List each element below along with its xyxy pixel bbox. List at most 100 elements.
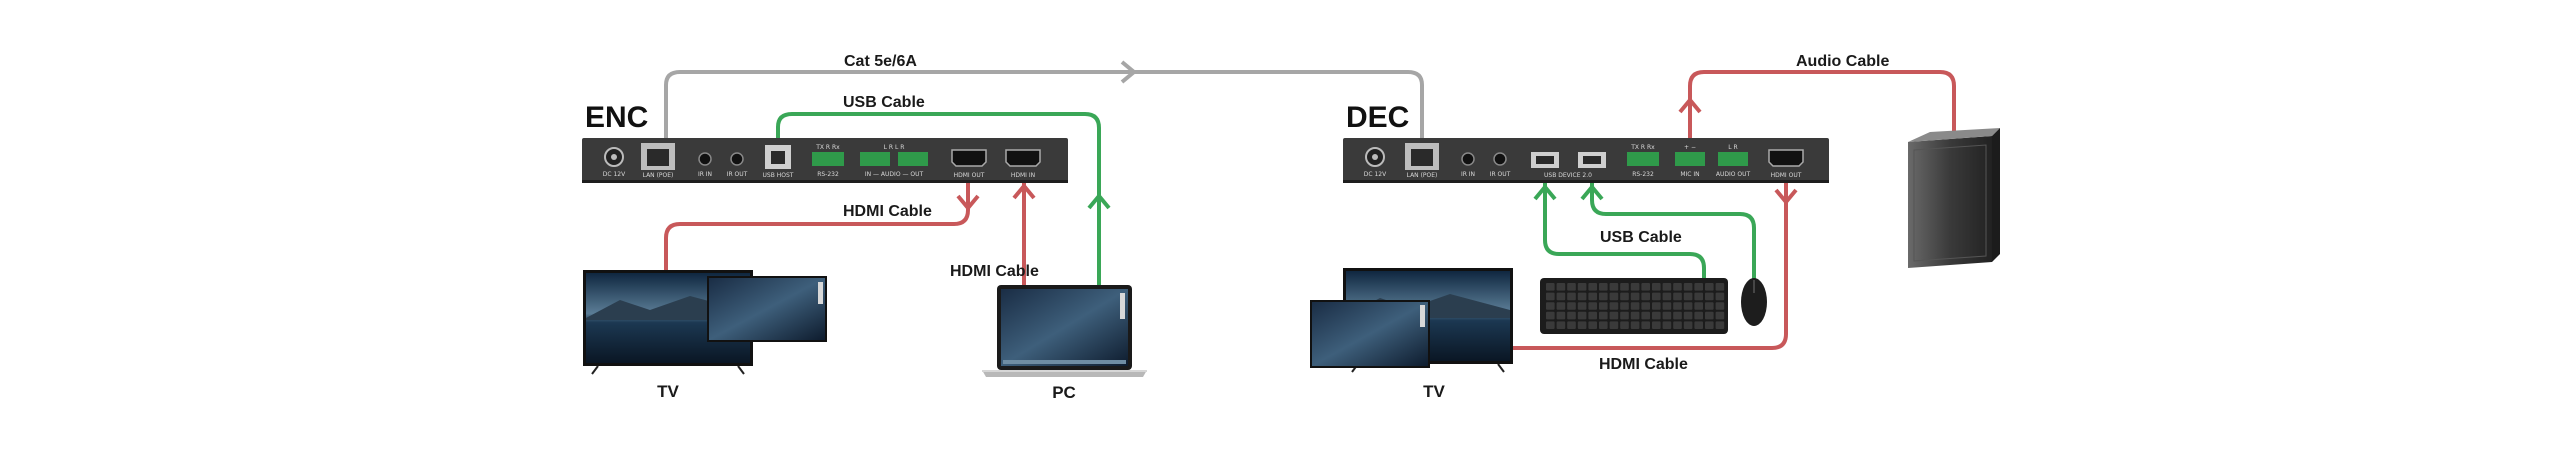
dec-ir-out-label: IR OUT: [1490, 171, 1511, 178]
enc-ir-out-label: IR OUT: [727, 171, 748, 178]
keyboard-key: [1673, 311, 1682, 320]
keyboard-key: [1620, 292, 1629, 301]
keyboard-key: [1662, 311, 1672, 320]
keyboard-key: [1652, 283, 1661, 291]
keyboard-key: [1683, 292, 1693, 301]
keyboard-key: [1641, 302, 1650, 310]
dec-mic-pins-label: + −: [1684, 144, 1696, 151]
enc-usb-host-label: USB HOST: [763, 172, 794, 179]
keyboard-key: [1683, 302, 1693, 310]
dec-hdmi-out-label: HDMI OUT: [1771, 172, 1802, 179]
keyboard-key: [1705, 311, 1714, 320]
keyboard-key: [1599, 311, 1608, 320]
keyboard-key: [1588, 302, 1597, 310]
keyboard-key: [1567, 321, 1576, 329]
hdmi-cable-dec-label: HDMI Cable: [1599, 356, 1688, 373]
keyboard: [1540, 278, 1728, 334]
keyboard-key: [1620, 302, 1629, 310]
keyboard-key: [1715, 321, 1725, 329]
keyboard-key: [1630, 302, 1640, 310]
keyboard-key: [1641, 321, 1650, 329]
tv-right-caption: TV: [1423, 382, 1445, 401]
keyboard-key: [1567, 283, 1576, 291]
dec-mic-port: [1675, 152, 1705, 166]
keyboard-key: [1673, 302, 1682, 310]
keyboard-key: [1588, 283, 1597, 291]
hdmi-cable-enc-pc-arrow: [1012, 182, 1036, 200]
hdmi-cable-enc-tv-arrow: [956, 194, 980, 212]
keyboard-key: [1546, 311, 1555, 320]
dec-audio-pins-label: L R: [1728, 144, 1737, 151]
keyboard-key: [1630, 283, 1640, 291]
keyboard-key: [1546, 302, 1555, 310]
dec-rs232-pins-label: TX R Rx: [1630, 144, 1655, 151]
enc-hdmi-out-port: [951, 149, 987, 167]
encoder-device: DC 12V LAN (POE) IR IN IR OUT USB HOST T…: [582, 138, 1068, 183]
keyboard-key: [1599, 292, 1608, 301]
encoder-title: ENC: [585, 101, 648, 134]
keyboard-key: [1556, 292, 1566, 301]
keyboard-key: [1609, 283, 1619, 291]
keyboard-key: [1694, 302, 1703, 310]
keyboard-key: [1652, 292, 1661, 301]
mouse: [1741, 278, 1767, 326]
keyboard-key: [1546, 292, 1555, 301]
dec-rs232-label: RS-232: [1632, 171, 1654, 178]
keyboard-key: [1567, 302, 1576, 310]
enc-audio-in-port: [860, 152, 890, 166]
dec-rs232-port: [1627, 152, 1659, 166]
dec-ir-out-port: [1493, 152, 1507, 166]
dec-dc-label: DC 12V: [1364, 171, 1387, 178]
keyboard-key: [1577, 292, 1587, 301]
enc-ir-in-port: [698, 152, 712, 166]
keyboard-key: [1546, 321, 1555, 329]
audio-cable-label: Audio Cable: [1796, 53, 1889, 70]
hdmi-cable-enc-tv: [664, 170, 970, 270]
keyboard-key: [1705, 283, 1714, 291]
keyboard-key: [1683, 311, 1693, 320]
pc-caption: PC: [1052, 383, 1076, 402]
keyboard-key: [1662, 283, 1672, 291]
usb-cable-dec-label: USB Cable: [1600, 229, 1682, 246]
hdmi-cable-enc-pc-label: HDMI Cable: [950, 263, 1039, 280]
usb-cable-dec-keyboard: [1543, 175, 1706, 280]
hdmi-cable-dec: [1505, 170, 1788, 350]
tv-right: [1310, 268, 1513, 373]
keyboard-key: [1683, 321, 1693, 329]
enc-lan-label: LAN (POE): [643, 172, 674, 179]
keyboard-key: [1577, 302, 1587, 310]
keyboard-key: [1705, 302, 1714, 310]
enc-audio-pins-label: L R L R: [884, 144, 905, 151]
usb-cable-dec-keyboard-arrow: [1533, 183, 1557, 201]
enc-hdmi-out-label: HDMI OUT: [954, 172, 985, 179]
usb-cable-enc-arrow: [1087, 192, 1111, 210]
enc-rs232-label: RS-232: [817, 171, 839, 178]
keyboard-key: [1577, 311, 1587, 320]
dec-usb-label: USB DEVICE 2.0: [1544, 172, 1592, 179]
usb-cable-dec-mouse: [1590, 175, 1756, 282]
cat-cable-label: Cat 5e/6A: [844, 53, 917, 70]
audio-cable: [1688, 70, 1956, 150]
keyboard-key: [1641, 292, 1650, 301]
keyboard-key: [1673, 321, 1682, 329]
keyboard-key: [1683, 283, 1693, 291]
keyboard-key: [1556, 311, 1566, 320]
keyboard-key: [1620, 321, 1629, 329]
enc-rs232-pins-label: TX R Rx: [815, 144, 840, 151]
usb-cable-enc-label: USB Cable: [843, 94, 925, 111]
decoder-device: DC 12V LAN (POE) IR IN IR OUT USB DEVICE…: [1343, 138, 1829, 183]
keyboard-key: [1715, 311, 1725, 320]
keyboard-key: [1673, 292, 1682, 301]
cat-cable-arrow: [1120, 60, 1138, 84]
usb-cable-dec-mouse-arrow: [1580, 183, 1604, 201]
keyboard-key: [1577, 321, 1587, 329]
audio-cable-arrow: [1678, 96, 1702, 114]
keyboard-key: [1546, 283, 1555, 291]
enc-audio-label: IN — AUDIO — OUT: [865, 171, 924, 178]
keyboard-key: [1588, 311, 1597, 320]
enc-ir-in-label: IR IN: [698, 171, 712, 178]
keyboard-key: [1662, 321, 1672, 329]
keyboard-key: [1609, 311, 1619, 320]
keyboard-key: [1630, 292, 1640, 301]
